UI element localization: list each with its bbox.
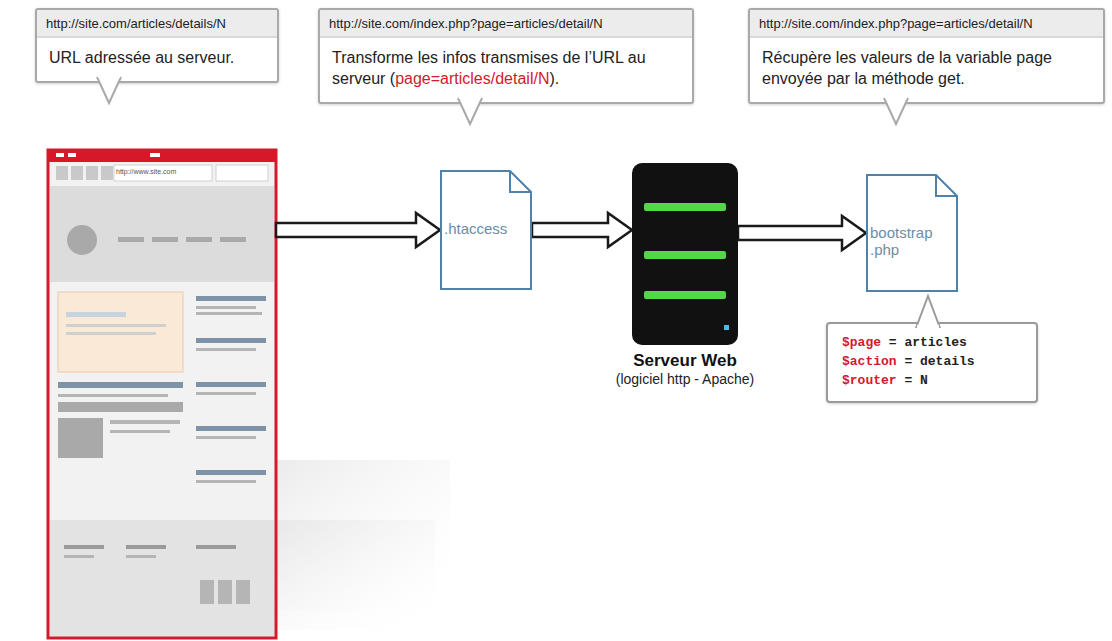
- document-fold: [936, 175, 957, 196]
- file-name: bootstrap .php: [866, 174, 958, 259]
- pointer-shape: [916, 296, 940, 328]
- document-sheet: [441, 171, 531, 289]
- callout-box: http://site.com/index.php?page=articles/…: [748, 8, 1105, 104]
- callout-box: http://site.com/index.php?page=articles/…: [318, 8, 694, 104]
- pointer-join: [459, 95, 481, 99]
- flow-arrow: [738, 216, 866, 250]
- pointer-join: [917, 325, 939, 330]
- file-icon: bootstrap .php: [866, 174, 958, 292]
- address-text: http://www.site.com: [116, 168, 176, 175]
- callout-text: Récupère les valeurs de la variable page…: [750, 38, 1103, 102]
- pointer-shape: [884, 98, 908, 124]
- callout-box: http://site.com/articles/details/NURL ad…: [35, 8, 279, 83]
- callout-text: URL adressée au serveur.: [37, 38, 277, 81]
- web-server: Serveur Web(logiciel http - Apache): [632, 163, 738, 345]
- document-sheet: [867, 175, 957, 291]
- server-label: Serveur Web(logiciel http - Apache): [616, 351, 755, 387]
- file-name: .htaccess: [440, 170, 532, 237]
- server-slot: [644, 203, 726, 211]
- document-fold: [510, 171, 531, 192]
- callout-pointer: [450, 98, 490, 128]
- flow-arrow: [276, 213, 440, 247]
- pointer-shape: [97, 77, 121, 103]
- code-line: $action = details: [842, 353, 1022, 372]
- callout-text: Transforme les infos transmises de l’URL…: [320, 38, 692, 102]
- server-slot: [644, 291, 726, 299]
- server-tower: [632, 163, 738, 345]
- url-text: http://site.com/articles/details/N: [37, 10, 277, 38]
- code-line: $page = articles: [842, 334, 1022, 353]
- page-shadows: [250, 460, 450, 630]
- flow-arrow: [532, 213, 632, 247]
- browser-window: http://www.site.com: [48, 150, 276, 638]
- code-line: $router = N: [842, 372, 1022, 391]
- server-subtitle: (logiciel http - Apache): [616, 371, 755, 387]
- callout-pointer: [89, 77, 129, 107]
- pointer-shape: [458, 98, 482, 124]
- callout-pointer: [876, 98, 916, 128]
- status-led: [724, 325, 729, 330]
- callout-pointer: [908, 294, 948, 328]
- code-box: $page = articles$action = details$router…: [826, 322, 1038, 403]
- url-text: http://site.com/index.php?page=articles/…: [750, 10, 1103, 38]
- server-title: Serveur Web: [616, 351, 755, 371]
- browser-window: [48, 150, 276, 638]
- url-text: http://site.com/index.php?page=articles/…: [320, 10, 692, 38]
- file-icon: .htaccess: [440, 170, 532, 290]
- pointer-join: [98, 74, 120, 78]
- server-slot: [644, 251, 726, 259]
- server-case: [632, 163, 738, 345]
- pointer-join: [885, 95, 907, 99]
